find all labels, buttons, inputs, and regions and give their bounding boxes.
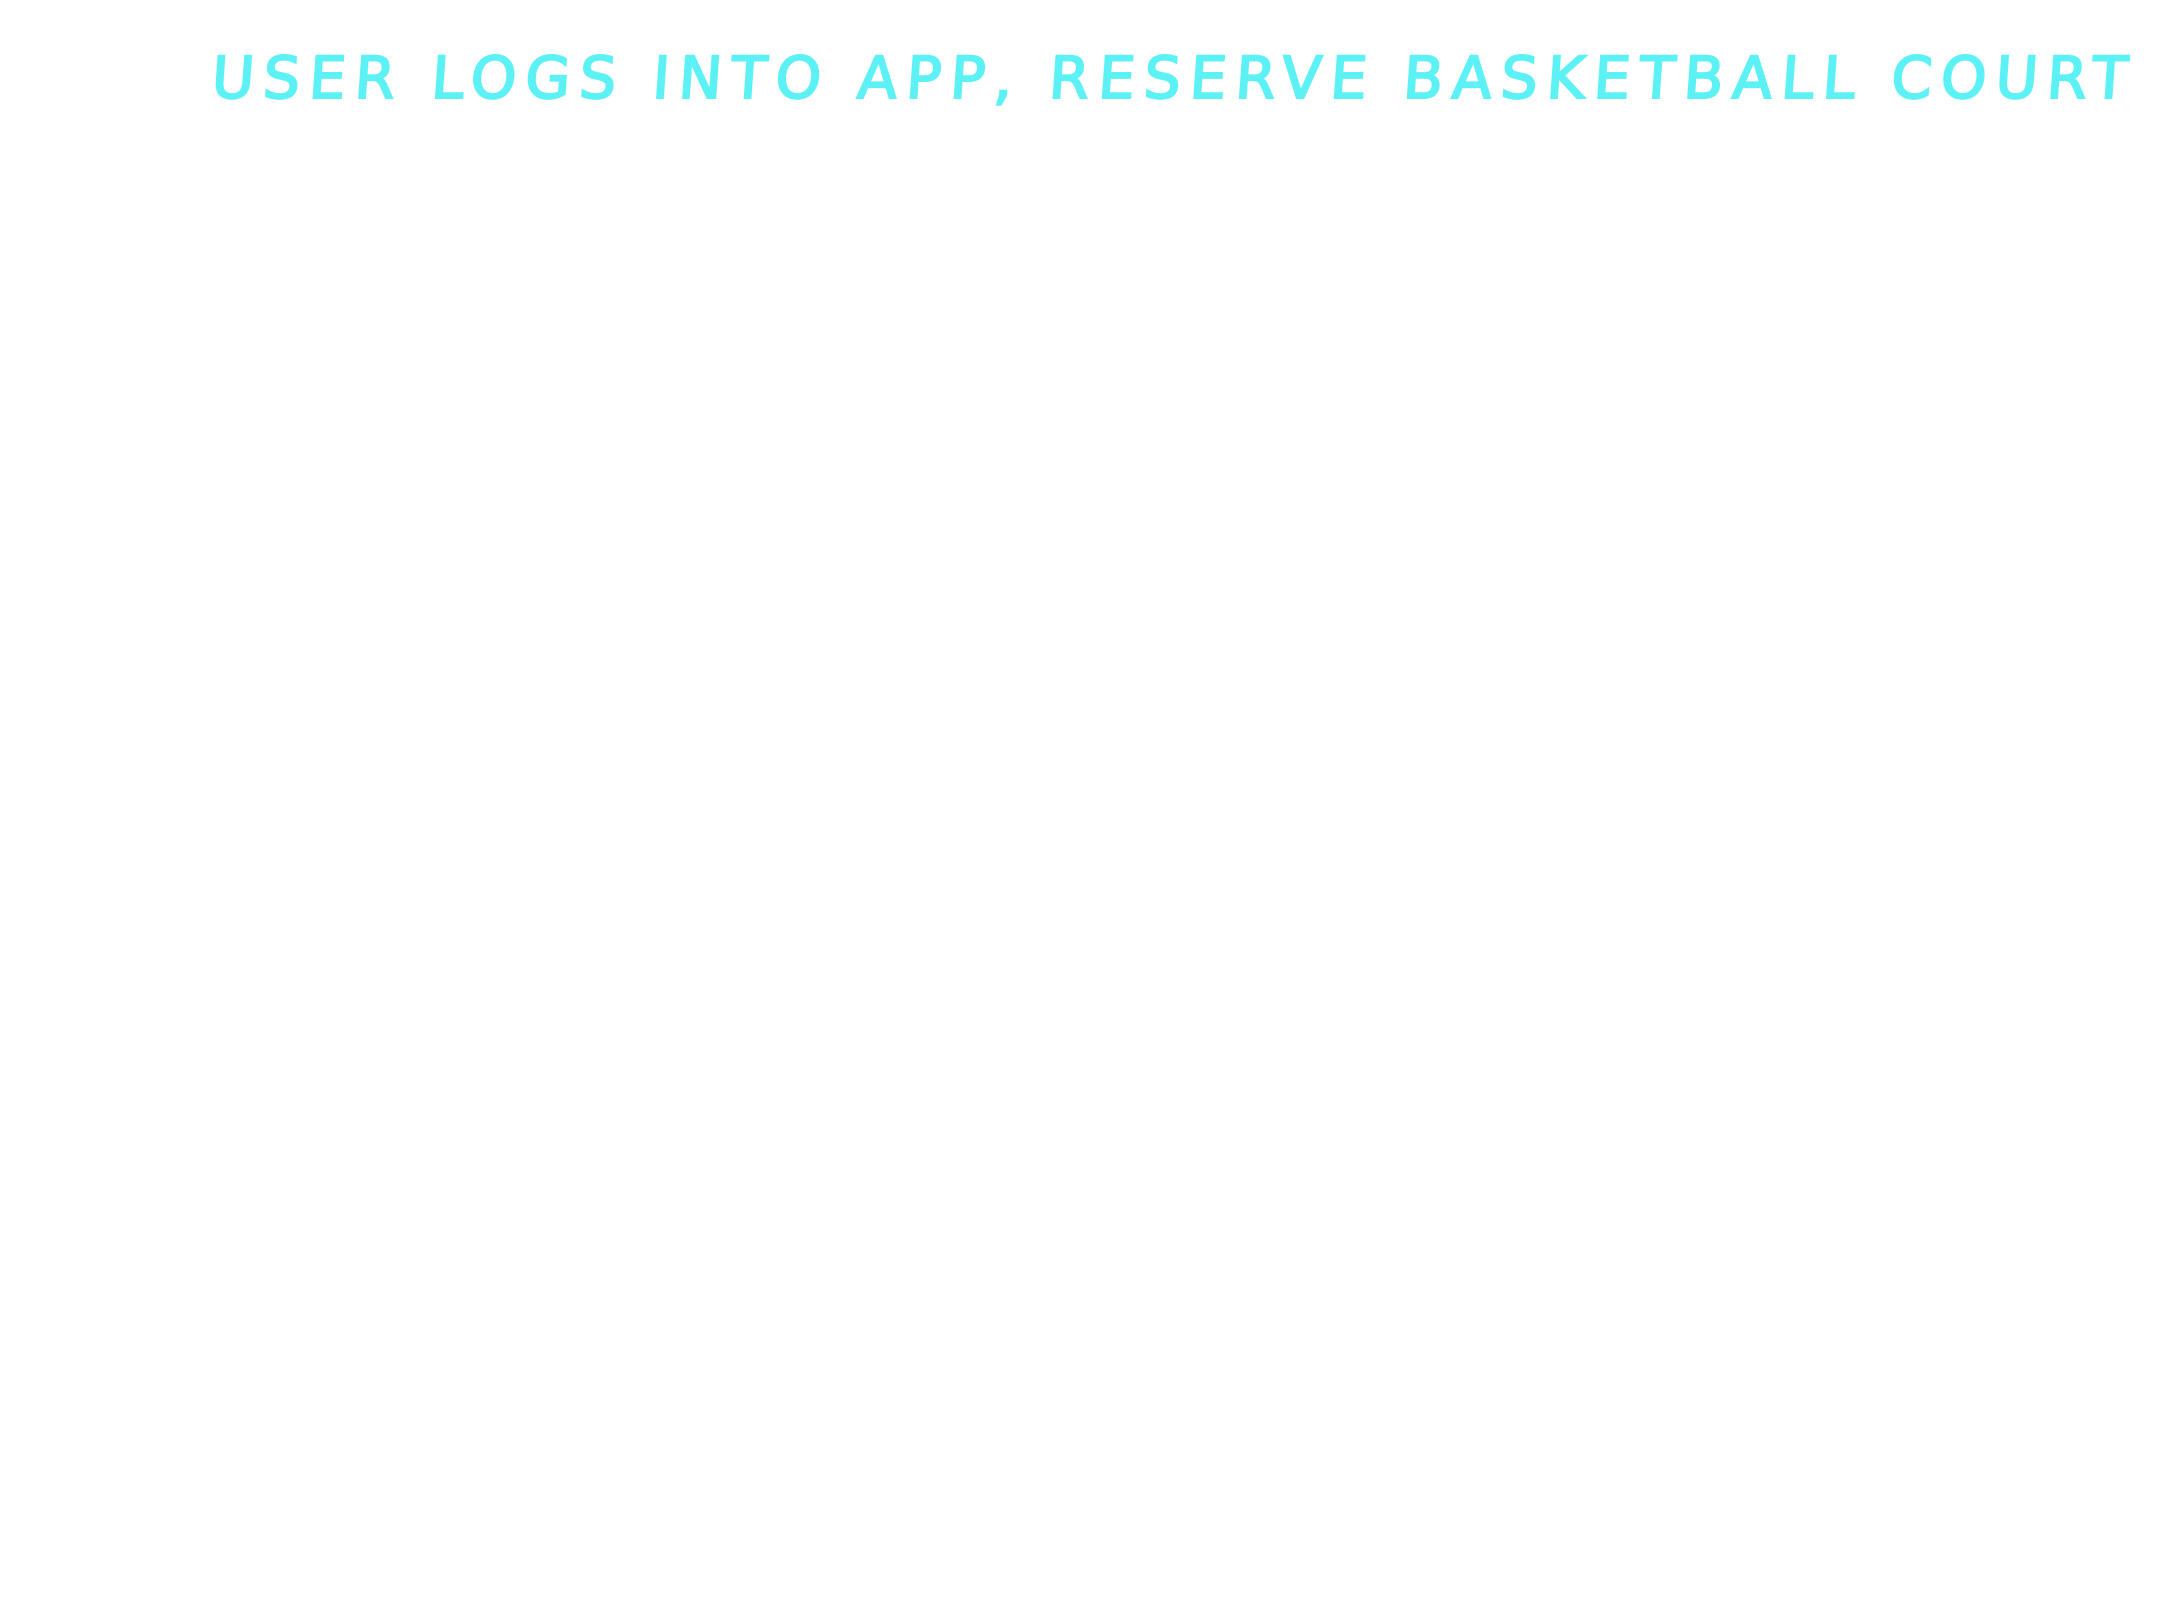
handwritten-note: USER LOGS INTO APP, RESERVE BASKETBALL C…	[209, 43, 2140, 113]
